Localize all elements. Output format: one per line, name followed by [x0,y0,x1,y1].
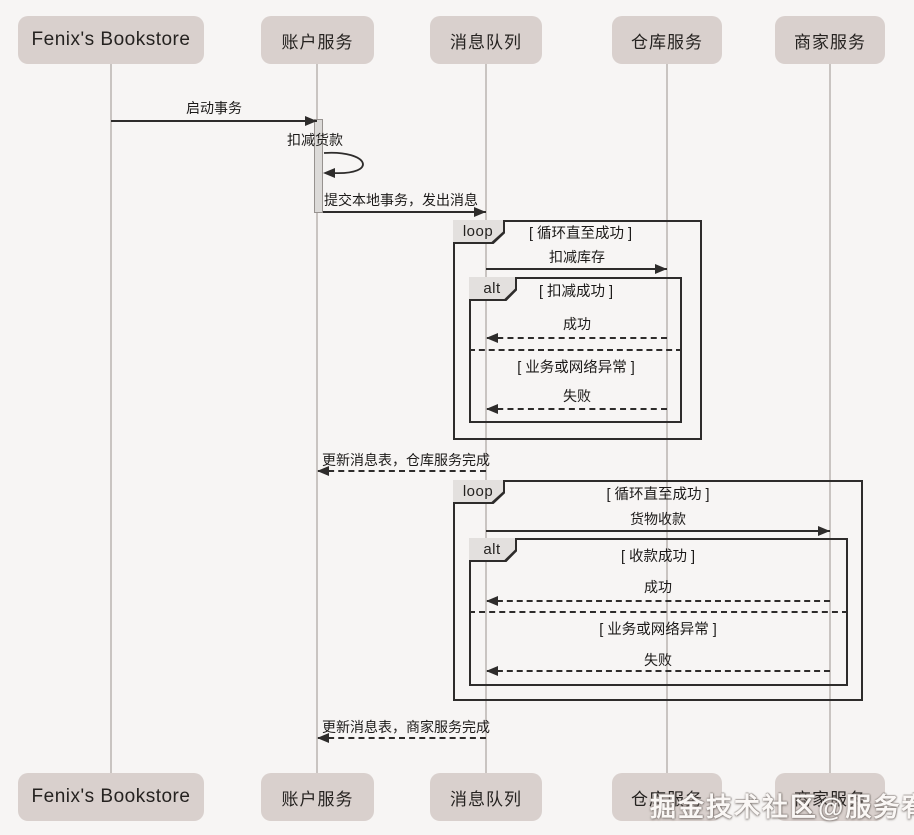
message-merchant-done-label: 更新消息表，商家服务完成 [322,719,490,735]
participant-bottom-warehouse: 仓库服务 [612,773,722,821]
message-collect-payment-line [486,530,830,532]
arrowhead-left-icon [486,333,498,343]
message-collect-success-line [487,600,830,602]
arrowhead-right-icon [305,116,317,126]
message-deduct-stock-line [486,268,667,270]
message-deduct-payment-label: 扣减货款 [287,132,343,148]
arrowhead-left-icon [317,733,329,743]
loop1-operator-label: loop [453,220,503,242]
participant-top-merchant: 商家服务 [775,16,885,64]
participant-bottom-queue: 消息队列 [430,773,542,821]
loop2-operator-label: loop [453,480,503,502]
lifeline-warehouse [666,64,668,773]
alt2-else-guard-label: [ 业务或网络异常 ] [599,622,717,638]
alt1-guard-label: [ 扣减成功 ] [538,284,614,300]
participant-label: 商家服务 [794,32,866,52]
lifeline-merchant [829,64,831,773]
message-start-tx-label: 启动事务 [186,100,242,116]
arrowhead-left-icon [486,596,498,606]
activation-bar-account [314,119,323,213]
alt2-guard-label: [ 收款成功 ] [620,549,696,565]
arrowhead-right-icon [474,207,486,217]
loop2-operator-tab: loop [453,480,505,504]
participant-label: Fenix's Bookstore [31,29,191,50]
participant-bottom-merchant: 商家服务 [775,773,885,821]
participant-top-account: 账户服务 [261,16,374,64]
message-stock-fail-line [487,408,667,410]
loop-fragment-1 [453,220,702,440]
participant-label: 消息队列 [450,32,522,52]
participant-top-fenix: Fenix's Bookstore [18,16,204,64]
message-stock-success-line [487,337,667,339]
alt2-divider [469,611,848,613]
message-deduct-stock-label: 扣减库存 [549,249,605,265]
participant-label: 仓库服务 [631,789,703,809]
participant-label: 仓库服务 [631,32,703,52]
arrowhead-left-icon [317,466,329,476]
message-start-tx-line [111,120,317,122]
participant-label: 账户服务 [281,32,354,52]
message-collect-fail-line [487,670,830,672]
loop1-operator-tab: loop [453,220,505,244]
alt1-operator-label: alt [469,277,515,299]
loop2-guard-label: [ 循环直至成功 ] [606,487,710,503]
arrowhead-left-icon [486,404,498,414]
participant-top-warehouse: 仓库服务 [612,16,722,64]
lifeline-queue [485,64,487,773]
alt1-else-guard-label: [ 业务或网络异常 ] [517,360,635,376]
arrowhead-right-icon [818,526,830,536]
message-collect-fail-label: 失败 [644,652,672,668]
alt2-operator-label: alt [469,538,515,560]
alt1-operator-tab: alt [469,277,517,301]
participant-label: 消息队列 [450,789,522,809]
watermark: 掘金技术社区@服务宥 [650,792,914,822]
loop-fragment-2 [453,480,863,701]
arrowhead-left-icon [486,666,498,676]
message-warehouse-done-label: 更新消息表，仓库服务完成 [322,452,490,468]
message-collect-payment-label: 货物收款 [630,511,686,527]
lifeline-fenix [110,64,112,773]
arrowhead-right-icon [655,264,667,274]
participant-top-queue: 消息队列 [430,16,542,64]
loop1-guard-label: [ 循环直至成功 ] [528,226,633,242]
lifeline-account [316,64,318,773]
participant-label: 商家服务 [794,789,866,809]
participant-label: Fenix's Bookstore [31,786,191,807]
participant-bottom-account: 账户服务 [261,773,374,821]
message-merchant-done-line [318,737,486,739]
message-commit-local-label: 提交本地事务，发出消息 [324,192,478,208]
message-stock-fail-label: 失败 [563,388,591,404]
participant-label: 账户服务 [281,789,354,809]
message-commit-local-line [323,211,486,213]
alt2-operator-tab: alt [469,538,517,562]
participant-bottom-fenix: Fenix's Bookstore [18,773,204,821]
message-stock-success-label: 成功 [563,316,591,332]
message-warehouse-done-line [318,470,486,472]
alt1-divider [469,349,682,351]
message-collect-success-label: 成功 [644,579,672,595]
self-message-arc [323,151,364,178]
